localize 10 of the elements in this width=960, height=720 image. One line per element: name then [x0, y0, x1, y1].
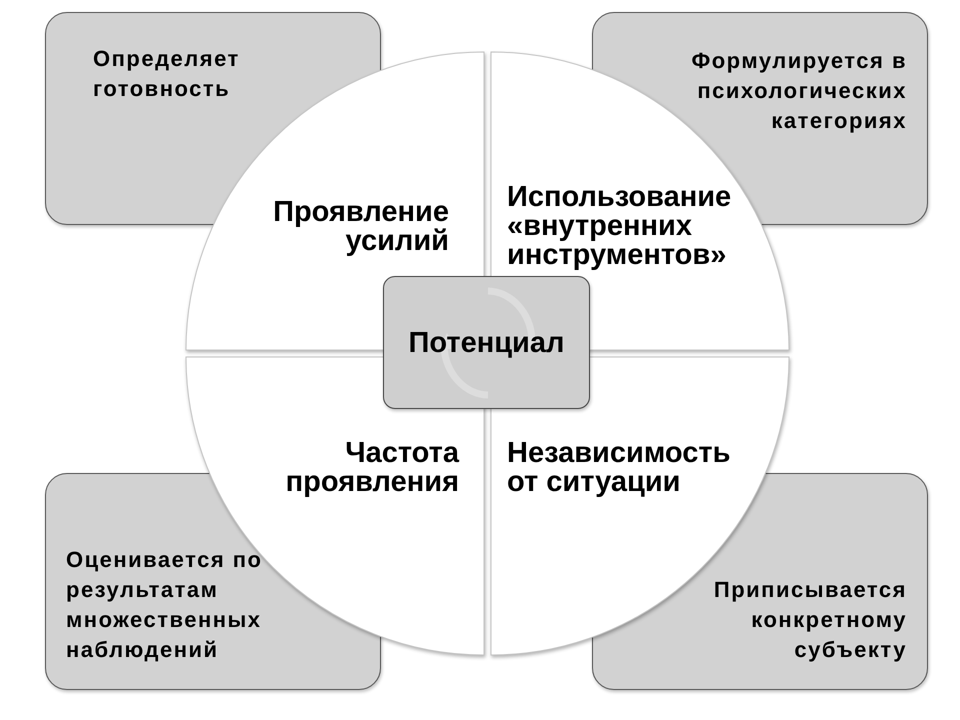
center-box [383, 276, 590, 409]
node-text: Формулируется в психологических категориях [691, 48, 907, 133]
node-text: Частота проявления [286, 437, 459, 498]
node-text: Проявление усилий [273, 196, 449, 257]
node-text: Определяет готовность [93, 46, 240, 101]
node-text: Потенциал [408, 326, 564, 358]
node-text: Приписывается конкретному субъекту [714, 577, 907, 662]
node-text: Оценивается по результатам множественных наблюдений [66, 547, 262, 662]
node-text: Независимость от ситуации [507, 437, 730, 498]
node-text: Использование «внутренних инструментов» [507, 181, 732, 271]
